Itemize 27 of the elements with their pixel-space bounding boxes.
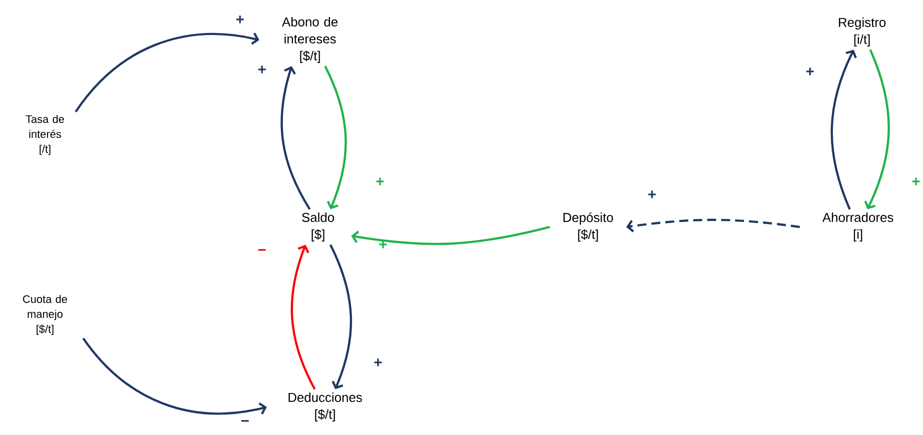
variable-label: Registro [i/t] bbox=[838, 17, 886, 46]
arrow bbox=[290, 244, 316, 390]
polarity-sign: + bbox=[912, 178, 920, 186]
variable-label: Tasa de interés [/t] bbox=[26, 114, 64, 156]
polarity-sign: + bbox=[258, 66, 266, 74]
arrow bbox=[830, 50, 857, 210]
arrow bbox=[280, 66, 311, 210]
variable-label: Deducciones [$/t] bbox=[288, 392, 362, 422]
arrow bbox=[74, 32, 260, 112]
arrow bbox=[864, 49, 890, 210]
polarity-sign: − bbox=[258, 249, 266, 251]
variable-label: Abono de intereses [$/t] bbox=[282, 17, 338, 63]
variable-label: Saldo [$] bbox=[302, 212, 334, 242]
arrow bbox=[329, 244, 352, 390]
arrow bbox=[626, 218, 800, 232]
polarity-sign: + bbox=[376, 178, 384, 186]
arrow bbox=[351, 226, 550, 246]
polarity-sign: − bbox=[241, 420, 249, 422]
arrow bbox=[82, 338, 267, 415]
polarity-sign: + bbox=[648, 190, 656, 198]
polarity-sign: + bbox=[236, 16, 244, 24]
variable-label: Depósito [$/t] bbox=[564, 212, 613, 242]
variable-label: Ahorradores [i] bbox=[822, 212, 894, 242]
polarity-sign: + bbox=[374, 358, 382, 366]
variable-label: Cuota de manejo [$/t] bbox=[23, 294, 68, 336]
arrow bbox=[324, 66, 347, 210]
polarity-sign: + bbox=[806, 68, 814, 76]
